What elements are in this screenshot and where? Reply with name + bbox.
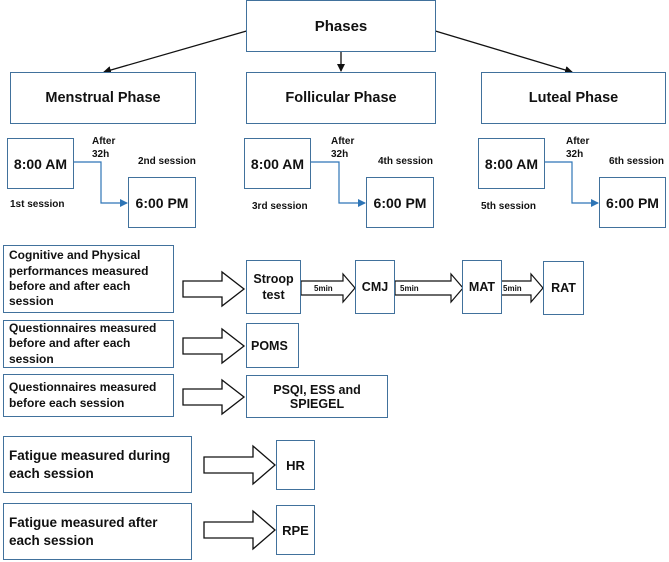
follicular-phase-box: Follicular Phase	[246, 72, 436, 124]
hollow-arrow-3	[182, 378, 246, 416]
follicular-delay-label: After 32h	[331, 136, 355, 160]
measure-label-questionnaire-before-after: Questionnaires measured before and after…	[3, 320, 174, 368]
test-cmj: CMJ	[355, 260, 395, 314]
menstrual-second-session-label: 2nd session	[138, 156, 196, 167]
menstrual-first-session-label: 1st session	[10, 199, 65, 210]
menstrual-delay-label: After 32h	[92, 136, 116, 160]
gap-label-2: 5min	[400, 284, 419, 293]
luteal-phase-box: Luteal Phase	[481, 72, 666, 124]
session-connector-follicular	[311, 161, 366, 207]
measure-label-fatigue-after: Fatigue measured after each session	[3, 503, 192, 560]
session-connector-menstrual	[74, 161, 128, 207]
follicular-end-time: 6:00 PM	[366, 177, 434, 228]
test-stroop: Stroop test	[246, 260, 301, 314]
session-connector-luteal	[545, 161, 599, 207]
test-psqi-ess-spiegel: PSQI, ESS and SPIEGEL	[246, 375, 388, 418]
menstrual-phase-box: Menstrual Phase	[10, 72, 196, 124]
measure-label-cognitive: Cognitive and Physical performances meas…	[3, 245, 174, 313]
luteal-second-session-label: 6th session	[609, 156, 665, 167]
test-mat: MAT	[462, 260, 502, 314]
hollow-arrow-1	[182, 270, 246, 308]
hollow-arrow-2	[182, 327, 246, 365]
gap-label-1: 5min	[314, 284, 333, 293]
luteal-start-time: 8:00 AM	[478, 138, 545, 189]
test-rpe: RPE	[276, 505, 315, 555]
follicular-second-session-label: 4th session	[378, 156, 434, 167]
arrow-to-luteal	[431, 29, 573, 74]
gap-arrow-1	[300, 272, 356, 304]
gap-arrow-2	[394, 272, 464, 304]
arrow-to-menstrual	[103, 29, 251, 74]
luteal-first-session-label: 5th session	[481, 201, 537, 212]
phases-box: Phases	[246, 0, 436, 52]
test-hr: HR	[276, 440, 315, 490]
menstrual-end-time: 6:00 PM	[128, 177, 196, 228]
menstrual-start-time: 8:00 AM	[7, 138, 74, 189]
test-rat: RAT	[543, 261, 584, 315]
gap-label-3: 5min	[503, 284, 522, 293]
test-poms: POMS	[246, 323, 299, 368]
follicular-start-time: 8:00 AM	[244, 138, 311, 189]
measure-label-fatigue-during: Fatigue measured during each session	[3, 436, 192, 493]
hollow-arrow-4	[203, 444, 276, 486]
measure-label-questionnaire-before: Questionnaires measured before each sess…	[3, 374, 174, 417]
hollow-arrow-5	[203, 509, 276, 551]
luteal-end-time: 6:00 PM	[599, 177, 666, 228]
follicular-first-session-label: 3rd session	[252, 201, 308, 212]
luteal-delay-label: After 32h	[566, 136, 590, 160]
